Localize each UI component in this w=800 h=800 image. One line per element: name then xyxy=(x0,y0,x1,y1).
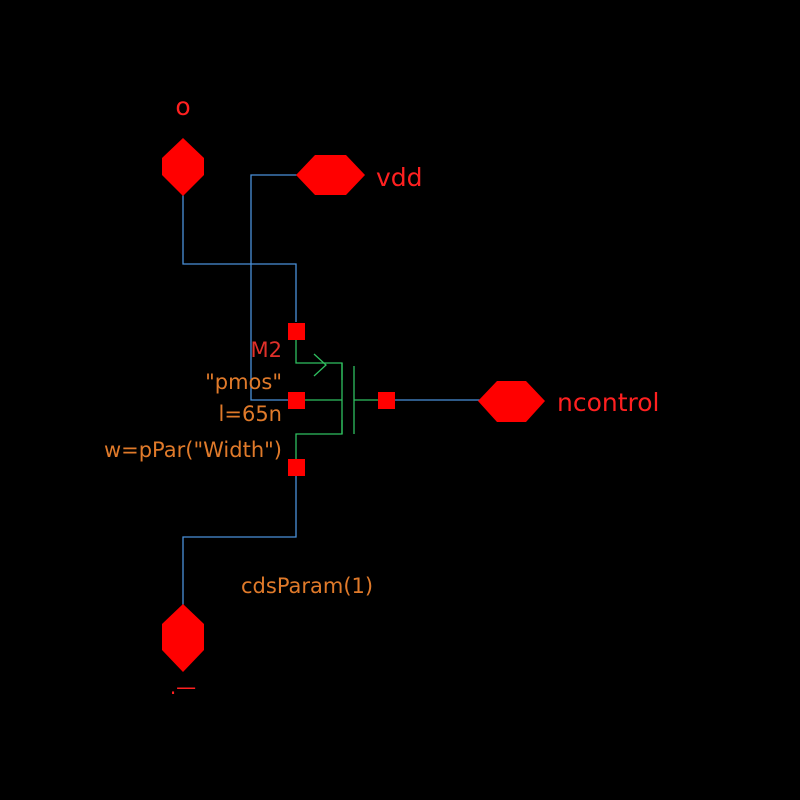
pin-bottom-shape[interactable] xyxy=(162,604,204,672)
pin-o-shape[interactable] xyxy=(162,138,204,196)
drain-terminal[interactable] xyxy=(288,323,305,340)
pmos-transistor-icon[interactable] xyxy=(295,340,378,459)
pin-ncontrol-shape[interactable] xyxy=(478,381,545,422)
bulk-terminal[interactable] xyxy=(288,392,305,409)
pins xyxy=(162,138,545,672)
pin-ncontrol-label: ncontrol xyxy=(557,388,660,417)
pin-o-label: o xyxy=(175,92,190,121)
wires xyxy=(182,174,480,608)
gate-terminal[interactable] xyxy=(378,392,395,409)
source-terminal[interactable] xyxy=(288,459,305,476)
model-label: "pmos" xyxy=(205,370,282,394)
wire-source-to-bottom[interactable] xyxy=(182,476,297,608)
wire-vdd-to-bulk[interactable] xyxy=(250,174,304,401)
pin-vdd-label: vdd xyxy=(376,163,423,192)
pin-vdd-shape[interactable] xyxy=(296,155,365,195)
terminals xyxy=(288,323,395,476)
instance-name-label: M2 xyxy=(251,338,282,362)
length-label: l=65n xyxy=(219,402,282,426)
wire-o-to-drain[interactable] xyxy=(182,192,297,322)
pin-bottom-label: .— xyxy=(170,675,196,699)
cds-param-label: cdsParam(1) xyxy=(241,574,373,598)
width-label: w=pPar("Width") xyxy=(104,438,282,462)
